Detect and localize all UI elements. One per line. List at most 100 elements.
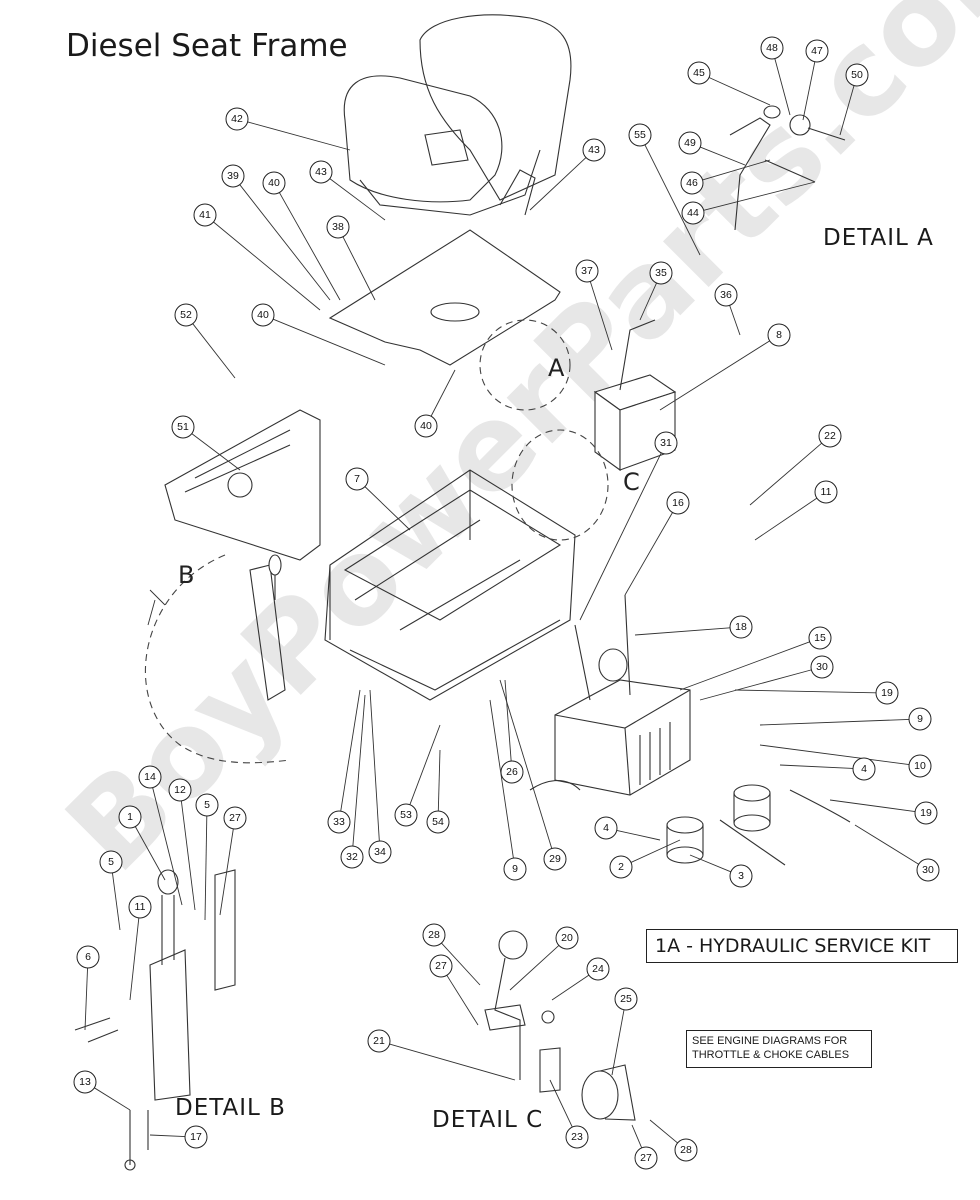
callout-number: 4 [861, 763, 867, 775]
callout-leader [369, 689, 380, 842]
detail-c-label: DETAIL C [432, 1107, 544, 1133]
callout-leader [616, 829, 661, 841]
callout-31: 31 [579, 431, 678, 621]
callout-leader [839, 85, 855, 136]
callout-circle [565, 1125, 589, 1149]
callout-9: 9 [489, 699, 527, 881]
callout-number: 42 [231, 113, 243, 125]
callout-27: 27 [429, 954, 479, 1026]
callout-circle [309, 160, 333, 184]
callout-number: 27 [229, 812, 241, 824]
callout-55: 55 [628, 123, 701, 256]
callout-number: 1 [127, 811, 133, 823]
callout-leader [430, 369, 456, 417]
callout-45: 45 [687, 61, 771, 106]
callout-leader [111, 872, 121, 931]
callout-circle [654, 431, 678, 455]
seat-cushion [343, 14, 572, 216]
callout-number: 43 [315, 166, 327, 178]
callout-leader [631, 1124, 643, 1149]
callout-circle [73, 1070, 97, 1094]
callout-circle [875, 681, 899, 705]
callout-leader [247, 121, 351, 151]
callout-circle [543, 847, 567, 871]
callout-41: 41 [193, 203, 321, 311]
callout-leader [749, 442, 822, 506]
callout-circle [767, 323, 791, 347]
callout-number: 17 [190, 1131, 202, 1143]
callout-leader [134, 826, 166, 881]
callout-number: 11 [821, 486, 832, 498]
callout-number: 28 [680, 1144, 692, 1156]
callout-circle [138, 765, 162, 789]
callout-leader [437, 749, 441, 812]
note-line-2: THROTTLE & CHOKE CABLES [692, 1049, 850, 1061]
callout-11: 11 [754, 480, 838, 541]
callout-44: 44 [681, 181, 816, 225]
callout-number: 51 [177, 421, 189, 433]
callout-number: 6 [85, 951, 91, 963]
callout-28: 28 [649, 1119, 698, 1162]
view-letter-b: B [178, 561, 194, 589]
callout-circle [714, 283, 738, 307]
callout-leader [499, 679, 553, 849]
callout-circle [225, 107, 249, 131]
callout-circle [916, 858, 940, 882]
detail-b-parts [74, 554, 286, 1171]
callout-40: 40 [414, 369, 456, 438]
callout-number: 36 [720, 289, 732, 301]
callout-number: 13 [79, 1076, 91, 1088]
callout-37: 37 [575, 259, 613, 351]
callout-number: 46 [686, 177, 698, 189]
callout-circle [345, 467, 369, 491]
callout-circle [582, 138, 606, 162]
callout-leader [700, 146, 746, 166]
callout-33: 33 [327, 689, 361, 834]
callout-leader [579, 452, 662, 621]
callout-number: 14 [144, 771, 156, 783]
callout-52: 52 [174, 303, 236, 379]
callout-number: 48 [766, 42, 778, 54]
hydraulic-service-kit-label: 1A - HYDRAULIC SERVICE KIT [646, 929, 958, 963]
callout-leader [389, 1043, 516, 1081]
callout-number: 31 [660, 437, 672, 449]
callout-circle [687, 61, 711, 85]
callout-leader [589, 281, 613, 351]
callout-number: 35 [655, 267, 667, 279]
callout-leader [854, 824, 919, 865]
callout-number: 7 [354, 473, 360, 485]
callout-circle [193, 203, 217, 227]
callout-4: 4 [594, 816, 661, 841]
callout-number: 11 [135, 901, 146, 913]
callout-43: 43 [529, 138, 606, 211]
callout-number: 28 [428, 929, 440, 941]
callout-number: 22 [824, 430, 836, 442]
callout-circle [908, 707, 932, 731]
callout-leader [754, 497, 818, 541]
page-title: Diesel Seat Frame [66, 28, 348, 64]
callout-number: 30 [816, 661, 828, 673]
callout-number: 54 [432, 816, 444, 828]
callout-circle [575, 259, 599, 283]
callout-8: 8 [659, 323, 791, 411]
callout-6: 6 [76, 945, 100, 1031]
seat-plate [328, 169, 561, 366]
callout-leader [644, 144, 701, 256]
callout-circle [171, 415, 195, 439]
callout-number: 21 [373, 1035, 385, 1047]
callout-11: 11 [128, 895, 152, 1001]
callout-25: 25 [611, 987, 638, 1076]
callout-circle [810, 655, 834, 679]
callout-leader [611, 1009, 625, 1076]
hydraulic-filters [529, 780, 851, 866]
callout-27: 27 [631, 1124, 658, 1170]
callout-49: 49 [678, 131, 746, 166]
callout-leader [279, 192, 341, 301]
callout-leader [702, 159, 771, 181]
callout-circle [678, 131, 702, 155]
detail-c-parts [484, 930, 636, 1121]
callout-leader [504, 679, 512, 762]
callout-number: 26 [506, 766, 518, 778]
view-letter-a: A [548, 354, 565, 382]
